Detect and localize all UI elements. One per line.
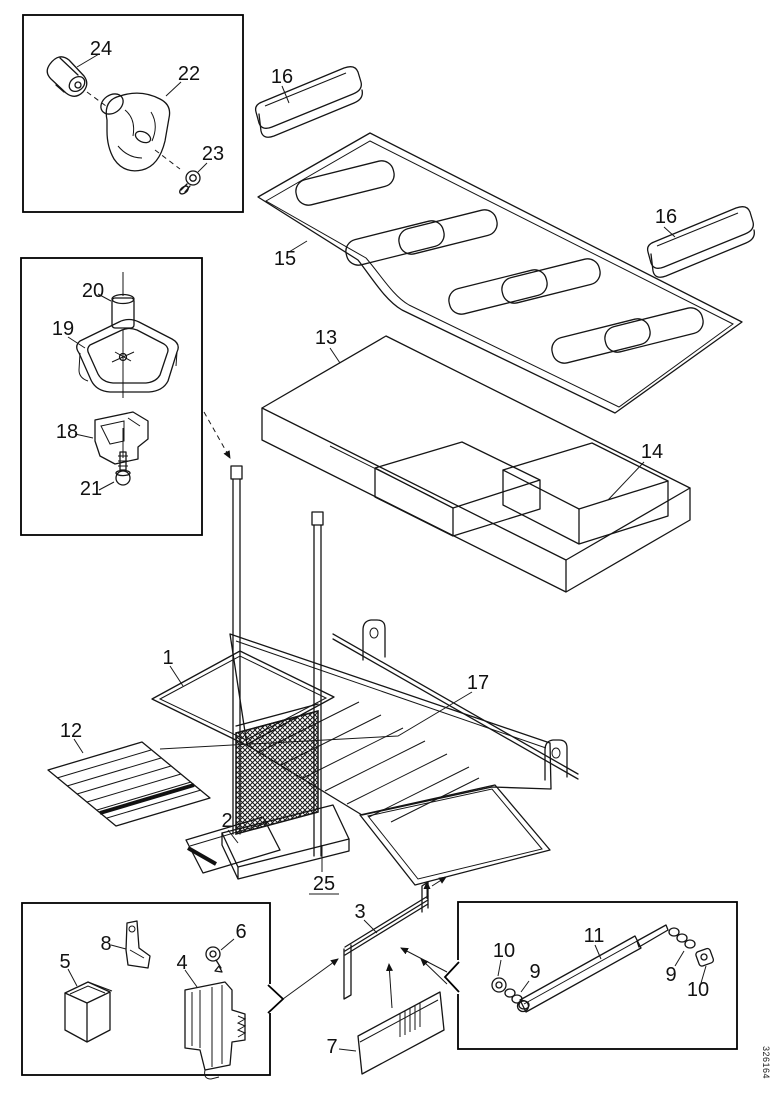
- callout-9-left: 9: [529, 961, 540, 983]
- part-12-ramp: [47, 741, 211, 827]
- callout-16-right: 16: [655, 206, 677, 228]
- callout-10-right: 10: [687, 979, 709, 1001]
- part-22-release-handle: [100, 92, 171, 172]
- part-23-screw: [179, 170, 201, 195]
- inset-box-small-parts-frame: [21, 902, 271, 1076]
- callout-21: 21: [80, 478, 102, 500]
- part-11-gas-strut: [516, 924, 669, 1013]
- part-19-housing-tray: [76, 318, 179, 393]
- callout-25: 25: [313, 873, 335, 895]
- inset-box-gas-strut: [400, 901, 738, 1050]
- part-10-nut-right: [695, 947, 715, 967]
- callout-8: 8: [100, 933, 111, 955]
- left-wing-panel: [151, 650, 335, 746]
- callout-2: 2: [221, 810, 232, 832]
- drawing-number: 326164: [761, 1046, 771, 1079]
- part-8-bracket: [125, 920, 151, 969]
- part-7-label-panel: [357, 963, 445, 1075]
- post-base: [221, 804, 350, 880]
- part-14-mattress-section: [502, 442, 669, 545]
- part-4-latch: [184, 981, 247, 1080]
- assembly-axis-dashed-24-22: [86, 91, 107, 107]
- box-notch-chevron-left: [443, 961, 460, 993]
- callout-18: 18: [56, 421, 78, 443]
- part-5-box-bracket: [64, 981, 113, 1043]
- callout-19: 19: [52, 318, 74, 340]
- leader-17-long: [159, 691, 473, 750]
- panel-to-rail-arrow: [385, 963, 393, 1009]
- callout-12: 12: [60, 720, 82, 742]
- callout-22: 22: [178, 63, 200, 85]
- part-24-cap: [46, 56, 88, 97]
- callout-15: 15: [274, 248, 296, 270]
- callout-20: 20: [82, 280, 104, 302]
- callout-23: 23: [202, 143, 224, 165]
- part-10-washer-left: [491, 977, 507, 993]
- strut-location-arrow-1: [400, 947, 448, 973]
- assembly-axis-dashed-22-23: [154, 149, 181, 170]
- strut-location-arrow-2: [420, 958, 448, 985]
- callout-7: 7: [326, 1036, 337, 1058]
- inset-box-handle-frame: [22, 14, 244, 213]
- right-wing-panel: [359, 784, 551, 886]
- callout-labels: 24 22 23 16 15 13 14 16 20 19 18 21 1 17…: [52, 38, 709, 1058]
- inset-box-lock-housing-frame: [20, 257, 203, 536]
- callout-11: 11: [584, 925, 605, 947]
- part-20-bushing: [111, 272, 135, 329]
- callout-6: 6: [235, 921, 246, 943]
- part-13-mattress: [261, 335, 691, 593]
- callout-14: 14: [641, 441, 663, 463]
- part-2-strip: [185, 816, 281, 874]
- mesh-panel: [235, 703, 319, 835]
- main-frame-assembly: [151, 465, 552, 899]
- callout-24: 24: [90, 38, 112, 60]
- part-18-bracket: [94, 411, 149, 465]
- callout-9-right: 9: [665, 964, 676, 986]
- inset-box-small-parts: [21, 902, 339, 1080]
- callout-leaders: [67, 53, 707, 1052]
- inset-box-lock-housing: [20, 257, 231, 536]
- part-21-screw: [115, 451, 131, 486]
- inset-to-post-arrow: [203, 411, 231, 459]
- part-17-rod: [332, 619, 579, 781]
- small-parts-location-arrow: [282, 958, 339, 1000]
- callout-1: 1: [162, 647, 173, 669]
- callout-3: 3: [354, 901, 365, 923]
- callout-17: 17: [467, 672, 489, 694]
- part-16-pad-left: [254, 66, 363, 138]
- callout-13: 13: [315, 327, 337, 349]
- part-6-screw: [205, 946, 223, 973]
- callout-10-left: 10: [493, 940, 515, 962]
- part-15-panel: [257, 132, 743, 414]
- callout-4: 4: [176, 952, 187, 974]
- callout-16-left: 16: [271, 66, 293, 88]
- part-9-spring-right: [668, 927, 696, 949]
- callout-5: 5: [59, 951, 70, 973]
- part-16-pad-right: [646, 206, 755, 278]
- panel-slots: [295, 160, 704, 364]
- inset-box-handle: [22, 14, 244, 213]
- part-3-rail: [343, 876, 447, 1000]
